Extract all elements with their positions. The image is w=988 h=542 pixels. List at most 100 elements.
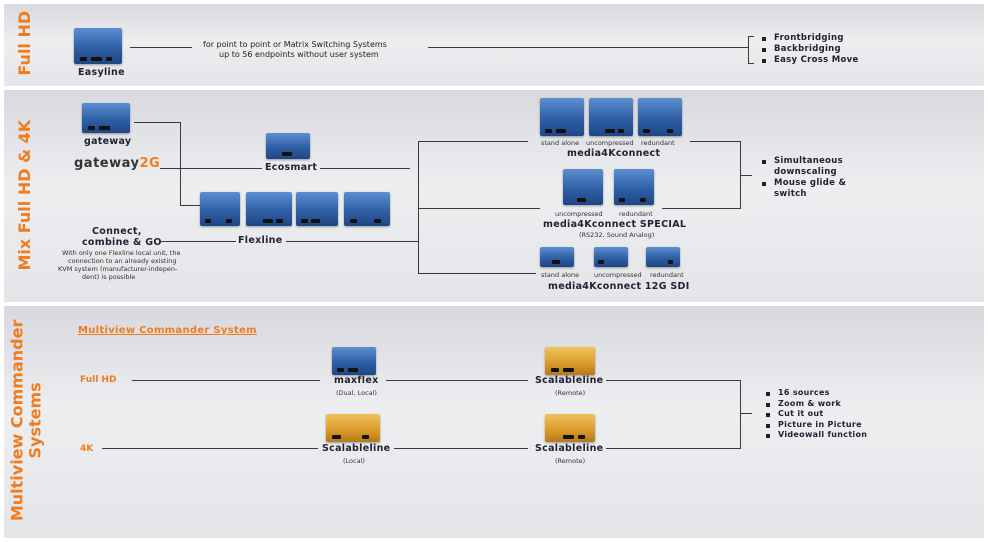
scalableline-remote-2-sublabel: (Remote) [555, 457, 586, 465]
feature-item: Easy Cross Move [762, 55, 859, 66]
m4k-special-label-uncompressed: uncompressed [555, 210, 603, 218]
gateway-device-image [82, 103, 130, 133]
feature-item: Cut it out [766, 409, 867, 420]
connector-line [134, 122, 180, 123]
connector-line [690, 141, 740, 142]
connector-line [180, 205, 200, 206]
multiview-feature-list: 16 sources Zoom & work Cut it out Pictur… [766, 388, 867, 441]
m4k-12g-label-uncompressed: uncompressed [594, 271, 642, 279]
section-label-mix: Mix Full HD & 4K [14, 119, 34, 271]
section-label-multiview-line2: Systems [26, 382, 45, 459]
m4k-special-uncompressed-image [563, 169, 603, 205]
feature-item: Picture in Picture [766, 420, 867, 431]
m4k-redundant-image [638, 98, 682, 136]
m4k-label-stand-alone: stand alone [541, 139, 580, 147]
row-label-full-hd: Full HD [80, 375, 117, 385]
flexline-device-image-2 [246, 192, 292, 226]
gateway-label: gateway [84, 136, 132, 147]
feature-item: Zoom & work [766, 399, 867, 410]
trunk-line [418, 273, 536, 274]
feature-item: Simultaneous downscaling [762, 156, 872, 178]
trunk-line [418, 141, 419, 273]
feature-item: Backbridging [762, 44, 859, 55]
connect-note-3: KVM system (manufacturer-indepen- [58, 265, 178, 273]
connector-line [180, 122, 181, 206]
ecosmart-label: Ecosmart [262, 162, 321, 173]
m4k-special-title: media4Kconnect SPECIAL [543, 219, 687, 230]
m4k-title: media4Kconnect [567, 148, 661, 159]
section-label-full-hd: Full HD [14, 10, 34, 76]
connector-line [386, 380, 528, 381]
bracket-line [748, 36, 749, 64]
connector-line [160, 241, 236, 242]
bracket-line [748, 63, 754, 64]
gateway2g-logo: gateway2G [74, 156, 160, 171]
multiview-heading: Multiview Commander System [78, 325, 257, 336]
bracket-line [748, 36, 754, 37]
scalableline-local-sublabel: (Local) [343, 457, 365, 465]
row-label-4k: 4K [80, 444, 94, 454]
easyline-device-image [74, 28, 122, 64]
connect-title-1: Connect, [92, 226, 142, 237]
scalableline-remote-2-image [545, 414, 595, 442]
gateway2g-suffix: 2G [139, 156, 161, 171]
maxflex-sublabel: (Dual, Local) [336, 389, 377, 397]
m4k-special-label-redundant: redundant [619, 210, 653, 218]
ecosmart-device-image [266, 133, 310, 159]
connector-line [662, 208, 740, 209]
mix-feature-list: Simultaneous downscaling Mouse glide & s… [762, 156, 872, 200]
gateway2g-text: gateway [74, 156, 140, 171]
connect-note-1: With only one Flexline local unit, the [62, 249, 181, 257]
flexline-device-image-4 [344, 192, 390, 226]
scalableline-remote-1-sublabel: (Remote) [555, 389, 586, 397]
connector-line [606, 380, 740, 381]
feature-item: 16 sources [766, 388, 867, 399]
easyline-label: Easyline [78, 67, 125, 78]
bracket-line [740, 380, 741, 449]
connector-line [428, 47, 748, 48]
bracket-line [740, 413, 752, 414]
connector-line [130, 47, 192, 48]
connector-line [132, 380, 320, 381]
maxflex-device-image [332, 347, 376, 375]
full-hd-feature-list: Frontbridging Backbridging Easy Cross Mo… [762, 33, 859, 66]
connector-line [394, 448, 528, 449]
feature-item: Mouse glide & switch [762, 178, 872, 200]
connect-note-4: dent) is possible [82, 273, 136, 281]
m4k-special-subtitle: (RS232, Sound Analog) [579, 231, 655, 239]
scalableline-local-label: Scalableline [322, 443, 391, 454]
m4k-12g-label-redundant: redundant [650, 271, 684, 279]
maxflex-label: maxflex [334, 375, 379, 386]
section-label-multiview: Multiview Commander Systems [7, 305, 46, 535]
m4k-uncompressed-image [589, 98, 633, 136]
section-label-multiview-line1: Multiview Commander [7, 319, 27, 522]
trunk-line [418, 208, 540, 209]
flexline-device-image-1 [200, 192, 240, 226]
feature-item: Videowall function [766, 430, 867, 441]
full-hd-description-2: up to 56 endpoints without user system [219, 50, 379, 59]
scalableline-local-image [326, 414, 380, 442]
band-mix [4, 90, 984, 302]
feature-item: Frontbridging [762, 33, 859, 44]
band-multiview [4, 306, 984, 538]
connect-note-2: connection to an already existing [68, 257, 177, 265]
m4k-12g-label-stand-alone: stand alone [541, 271, 580, 279]
band-full-hd [4, 4, 984, 86]
connect-title-2: combine & GO [82, 237, 162, 248]
m4k-12g-uncompressed-image [594, 247, 628, 267]
m4k-stand-alone-image [540, 98, 584, 136]
flexline-label: Flexline [238, 235, 283, 246]
scalableline-remote-1-image [545, 347, 595, 375]
m4k-label-uncompressed: uncompressed [586, 139, 634, 147]
m4k-12g-redundant-image [646, 247, 680, 267]
m4k-12g-title: media4Kconnect 12G SDI [548, 281, 690, 292]
flexline-device-image-3 [296, 192, 338, 226]
m4k-label-redundant: redundant [641, 139, 675, 147]
connector-line [606, 448, 740, 449]
trunk-line [418, 141, 528, 142]
connector-line [102, 448, 318, 449]
m4k-special-redundant-image [614, 169, 654, 205]
full-hd-description-1: for point to point or Matrix Switching S… [203, 40, 387, 49]
scalableline-remote-2-label: Scalableline [535, 443, 604, 454]
bracket-line [740, 175, 752, 176]
